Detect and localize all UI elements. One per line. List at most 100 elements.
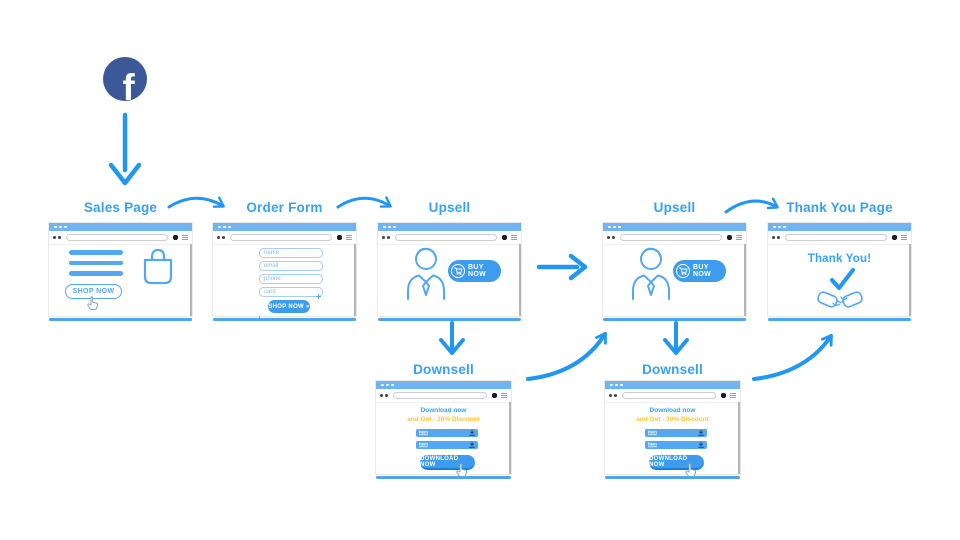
window-addressbar bbox=[213, 231, 356, 245]
browser-window-sales-page: SHOP NOW bbox=[48, 222, 193, 321]
url-bar[interactable] bbox=[229, 233, 332, 242]
card-field[interactable]: card bbox=[259, 287, 323, 297]
cart-icon bbox=[676, 264, 690, 278]
downsell-discount: and Get - 30% Discount bbox=[636, 416, 709, 423]
phone-field[interactable]: phone bbox=[259, 274, 323, 284]
forward-icon[interactable] bbox=[57, 236, 61, 239]
download-item-row[interactable]: Item bbox=[645, 441, 707, 449]
scrollbar[interactable] bbox=[518, 244, 521, 316]
window-bottom-bar bbox=[605, 475, 740, 479]
window-dots bbox=[49, 223, 192, 231]
menu-icon[interactable] bbox=[345, 234, 352, 241]
menu-icon[interactable] bbox=[729, 392, 736, 399]
scrollbar[interactable] bbox=[353, 244, 356, 316]
upsell-1-content: BUY NOW bbox=[378, 244, 521, 316]
downsell-2-content: Download now and Get - 30% Discount Item… bbox=[605, 402, 740, 477]
thank-you-content: Thank You! bbox=[768, 244, 911, 316]
cursor-icon bbox=[87, 296, 99, 310]
download-icon bbox=[469, 430, 475, 436]
back-icon[interactable] bbox=[609, 394, 612, 397]
window-addressbar bbox=[376, 389, 511, 403]
window-bottom-bar bbox=[768, 317, 911, 321]
menu-icon[interactable] bbox=[500, 392, 507, 399]
item-label: Item bbox=[648, 430, 657, 436]
cursor-icon bbox=[685, 463, 697, 477]
title-downsell-2: Downsell bbox=[642, 362, 703, 377]
forward-icon[interactable] bbox=[776, 236, 780, 239]
thank-you-message: Thank You! bbox=[807, 253, 872, 265]
sparkle-icon bbox=[316, 294, 321, 299]
download-icon bbox=[698, 430, 704, 436]
email-field[interactable]: email bbox=[259, 261, 323, 271]
url-bar[interactable] bbox=[619, 233, 722, 242]
scrollbar[interactable] bbox=[737, 402, 740, 474]
url-bar[interactable] bbox=[392, 391, 487, 400]
shop-now-button[interactable]: SHOP NOW bbox=[65, 284, 122, 299]
arrow-downsell2-to-thankyou bbox=[752, 334, 833, 381]
forward-icon[interactable] bbox=[386, 236, 390, 239]
scrollbar[interactable] bbox=[743, 244, 746, 316]
cart-icon bbox=[451, 264, 465, 278]
download-item-row[interactable]: Item bbox=[416, 429, 478, 437]
settings-icon[interactable] bbox=[492, 393, 497, 398]
downsell-1-content: Download now and Get - 30% Discount Item… bbox=[376, 402, 511, 477]
settings-icon[interactable] bbox=[337, 235, 342, 240]
window-dots bbox=[605, 381, 740, 389]
download-item-row[interactable]: Item bbox=[416, 441, 478, 449]
menu-icon[interactable] bbox=[735, 234, 742, 241]
buy-now-label: BUY NOW bbox=[468, 264, 487, 278]
browser-window-downsell-2: Download now and Get - 30% Discount Item… bbox=[604, 380, 741, 479]
url-bar[interactable] bbox=[621, 391, 716, 400]
salesman-icon bbox=[632, 247, 670, 300]
menu-icon[interactable] bbox=[510, 234, 517, 241]
shopping-bag-icon bbox=[143, 248, 173, 285]
back-icon[interactable] bbox=[772, 236, 775, 239]
text-line bbox=[69, 271, 123, 276]
back-icon[interactable] bbox=[382, 236, 385, 239]
name-field[interactable]: name bbox=[259, 248, 323, 258]
settings-icon[interactable] bbox=[502, 235, 507, 240]
forward-icon[interactable] bbox=[613, 394, 617, 397]
arrow-facebook-head bbox=[108, 162, 142, 186]
title-downsell-1: Downsell bbox=[413, 362, 474, 377]
forward-icon[interactable] bbox=[221, 236, 225, 239]
url-bar[interactable] bbox=[394, 233, 497, 242]
downsell-discount: and Get - 30% Discount bbox=[407, 416, 480, 423]
browser-window-upsell-1: BUY NOW bbox=[377, 222, 522, 321]
shop-now-submit-button[interactable]: SHOP NOW » bbox=[268, 300, 310, 313]
back-icon[interactable] bbox=[380, 394, 383, 397]
title-upsell-1: Upsell bbox=[428, 200, 471, 215]
settings-icon[interactable] bbox=[173, 235, 178, 240]
buy-now-button[interactable]: BUY NOW bbox=[448, 260, 501, 282]
download-item-row[interactable]: Item bbox=[645, 429, 707, 437]
menu-icon[interactable] bbox=[181, 234, 188, 241]
scrollbar[interactable] bbox=[189, 244, 192, 316]
forward-icon[interactable] bbox=[611, 236, 615, 239]
facebook-letter: f bbox=[122, 67, 135, 102]
title-sales-page: Sales Page bbox=[83, 200, 158, 215]
settings-icon[interactable] bbox=[892, 235, 897, 240]
back-icon[interactable] bbox=[607, 236, 610, 239]
arrow-downsell1-to-upsell2 bbox=[526, 331, 607, 381]
item-label: Item bbox=[419, 442, 428, 448]
back-icon[interactable] bbox=[53, 236, 56, 239]
settings-icon[interactable] bbox=[727, 235, 732, 240]
arrow-upsell2-to-downsell2-head bbox=[663, 338, 689, 355]
forward-icon[interactable] bbox=[384, 394, 388, 397]
url-bar[interactable] bbox=[65, 233, 168, 242]
scrollbar[interactable] bbox=[508, 402, 511, 474]
downsell-headline: Download now bbox=[649, 407, 696, 414]
scrollbar[interactable] bbox=[908, 244, 911, 316]
download-icon bbox=[469, 442, 475, 448]
menu-icon[interactable] bbox=[900, 234, 907, 241]
window-bottom-bar bbox=[213, 317, 356, 321]
url-bar[interactable] bbox=[784, 233, 887, 242]
sales-page-content: SHOP NOW bbox=[49, 244, 192, 316]
settings-icon[interactable] bbox=[721, 393, 726, 398]
facebook-icon[interactable]: f bbox=[103, 57, 147, 101]
window-dots bbox=[768, 223, 911, 231]
buy-now-button[interactable]: BUY NOW bbox=[673, 260, 726, 282]
window-dots bbox=[603, 223, 746, 231]
back-icon[interactable] bbox=[217, 236, 220, 239]
